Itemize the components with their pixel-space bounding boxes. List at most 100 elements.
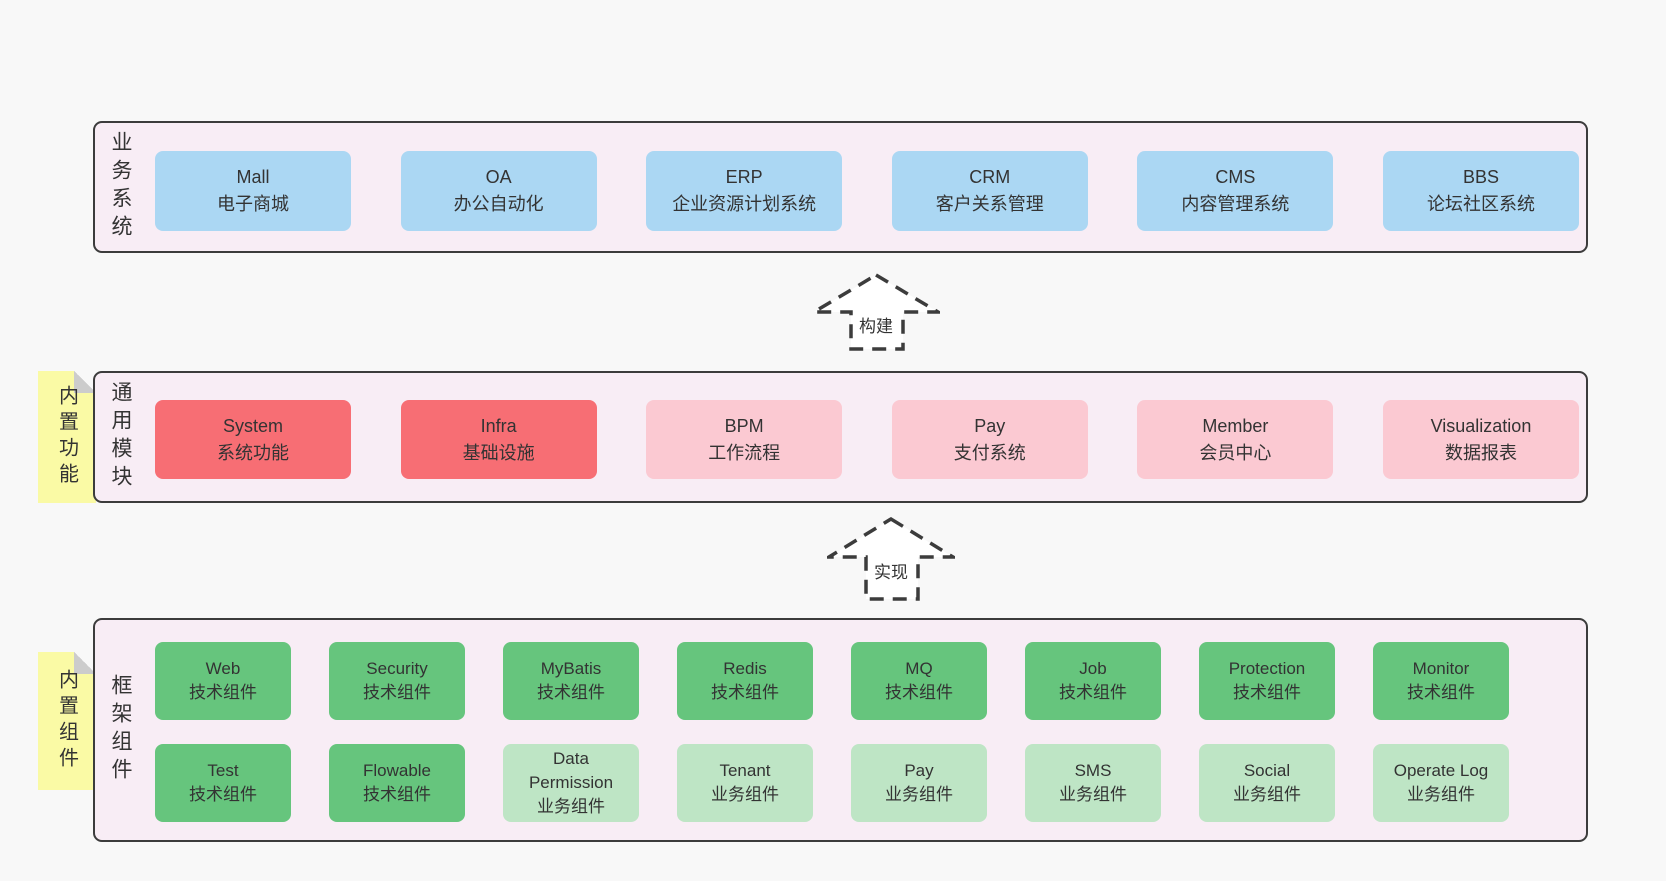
box-subtitle: 技术组件 — [537, 683, 605, 702]
box-subtitle: 办公自动化 — [453, 194, 544, 214]
box-title: SMS — [1074, 760, 1112, 780]
box-title: Monitor — [1412, 658, 1470, 678]
box-redis: Redis 技术组件 — [677, 642, 813, 720]
box-title: Redis — [723, 658, 767, 678]
box-infra: Infra 基础设施 — [400, 400, 597, 479]
box-member: Member 会员中心 — [1137, 400, 1334, 479]
box-subtitle: 业务组件 — [885, 785, 953, 804]
box-subtitle: 系统功能 — [217, 442, 289, 463]
box-tenant: Tenant 业务组件 — [677, 744, 813, 822]
box-bbs: BBS 论坛社区系统 — [1382, 151, 1579, 231]
box-title: Mall — [236, 167, 270, 187]
panel-common-modules: 通用模块 System 系统功能 Infra 基础设施 BPM 工作流程 Pay… — [93, 371, 1588, 503]
box-subtitle: 内容管理系统 — [1181, 194, 1290, 214]
box-protection: Protection 技术组件 — [1199, 642, 1335, 720]
panel-business-systems: 业务系统 Mall 电子商城 OA 办公自动化 ERP 企业资源计划系统 CRM… — [93, 121, 1588, 253]
box-subtitle: 客户关系管理 — [935, 194, 1044, 214]
panel-label-framework-components: 框架组件 — [109, 674, 132, 786]
sticky-tab-label: 内置组件 — [55, 669, 78, 773]
build-arrow: 构建 — [812, 272, 940, 352]
box-title: Operate Log — [1393, 760, 1489, 780]
box-pay-biz: Pay 业务组件 — [851, 744, 987, 822]
business-box-row: Mall 电子商城 OA 办公自动化 ERP 企业资源计划系统 CRM 客户关系… — [155, 151, 1579, 231]
box-title: CMS — [1215, 167, 1256, 187]
implement-arrow: 实现 — [827, 516, 955, 602]
box-subtitle: 工作流程 — [708, 442, 781, 463]
box-subtitle: 技术组件 — [189, 785, 257, 804]
box-title: System — [222, 415, 283, 436]
box-title: Web — [205, 658, 241, 678]
build-arrow-label: 构建 — [859, 317, 893, 336]
box-subtitle: 电子商城 — [217, 194, 289, 214]
box-mybatis: MyBatis 技术组件 — [503, 642, 639, 720]
panel-label-common-modules: 通用模块 — [109, 381, 132, 493]
box-title: Member — [1202, 415, 1269, 436]
box-title: Pay — [904, 760, 934, 780]
box-title: ERP — [725, 167, 763, 187]
panel-framework-components: 框架组件 Web 技术组件 Security 技术组件 MyBatis 技术组件… — [93, 618, 1588, 842]
box-title: OA — [485, 167, 512, 187]
box-title: Social — [1243, 760, 1291, 780]
sticky-tab-label: 内置功能 — [55, 385, 78, 489]
box-subtitle: 技术组件 — [885, 683, 953, 702]
box-pay: Pay 支付系统 — [891, 400, 1088, 479]
box-subtitle: 业务组件 — [711, 785, 779, 804]
box-title: MyBatis — [540, 658, 602, 678]
box-title: Visualization — [1430, 415, 1532, 436]
implement-arrow-label: 实现 — [874, 563, 908, 582]
box-operate-log: Operate Log 业务组件 — [1373, 744, 1509, 822]
box-oa: OA 办公自动化 — [400, 151, 597, 231]
box-cms: CMS 内容管理系统 — [1137, 151, 1334, 231]
box-subtitle: 技术组件 — [363, 683, 431, 702]
sticky-fold-icon — [74, 371, 96, 393]
box-subtitle: 业务组件 — [1407, 785, 1475, 804]
box-bpm: BPM 工作流程 — [646, 400, 843, 479]
box-title: Tenant — [719, 760, 771, 780]
box-web: Web 技术组件 — [155, 642, 291, 720]
box-title: BBS — [1462, 167, 1499, 187]
box-subtitle: 技术组件 — [189, 683, 257, 702]
box-subtitle: 基础设施 — [462, 442, 535, 463]
box-subtitle: 技术组件 — [1407, 683, 1475, 702]
box-title: Pay — [974, 415, 1006, 436]
box-social: Social 业务组件 — [1199, 744, 1335, 822]
box-title: Job — [1079, 658, 1107, 678]
components-row-1: Web 技术组件 Security 技术组件 MyBatis 技术组件 Redi… — [155, 642, 1509, 720]
box-subtitle: 技术组件 — [1059, 683, 1127, 702]
box-title: Data Permission — [528, 748, 614, 792]
box-flowable: Flowable 技术组件 — [329, 744, 465, 822]
box-crm: CRM 客户关系管理 — [891, 151, 1088, 231]
box-erp: ERP 企业资源计划系统 — [646, 151, 843, 231]
box-title: Security — [366, 658, 428, 678]
sticky-tab-built-in-features: 内置功能 — [38, 371, 96, 503]
box-subtitle: 支付系统 — [953, 442, 1026, 463]
box-subtitle: 业务组件 — [537, 797, 605, 817]
sticky-tab-built-in-components: 内置组件 — [38, 652, 96, 790]
up-arrow-dashed-icon — [812, 272, 940, 351]
box-subtitle: 数据报表 — [1444, 442, 1517, 463]
panel-label-business-systems: 业务系统 — [109, 131, 132, 243]
box-title: CRM — [969, 167, 1011, 187]
box-subtitle: 技术组件 — [1233, 683, 1301, 702]
box-system: System 系统功能 — [155, 400, 351, 479]
box-visualization: Visualization 数据报表 — [1382, 400, 1579, 479]
box-mall: Mall 电子商城 — [155, 151, 351, 231]
box-title: Test — [207, 760, 239, 780]
box-title: BPM — [724, 415, 764, 436]
up-arrow-dashed-icon — [827, 516, 955, 601]
box-subtitle: 技术组件 — [363, 785, 431, 804]
modules-box-row: System 系统功能 Infra 基础设施 BPM 工作流程 Pay 支付系统… — [155, 400, 1579, 479]
box-monitor: Monitor 技术组件 — [1373, 642, 1509, 720]
box-mq: MQ 技术组件 — [851, 642, 987, 720]
box-job: Job 技术组件 — [1025, 642, 1161, 720]
box-title: Flowable — [362, 760, 432, 780]
box-data-permission: Data Permission 业务组件 — [503, 744, 639, 822]
box-subtitle: 业务组件 — [1059, 785, 1127, 804]
box-sms: SMS 业务组件 — [1025, 744, 1161, 822]
box-subtitle: 企业资源计划系统 — [672, 194, 817, 214]
box-security: Security 技术组件 — [329, 642, 465, 720]
box-subtitle: 技术组件 — [711, 683, 779, 702]
box-subtitle: 会员中心 — [1199, 442, 1272, 463]
components-row-2: Test 技术组件 Flowable 技术组件 Data Permission … — [155, 744, 1509, 822]
